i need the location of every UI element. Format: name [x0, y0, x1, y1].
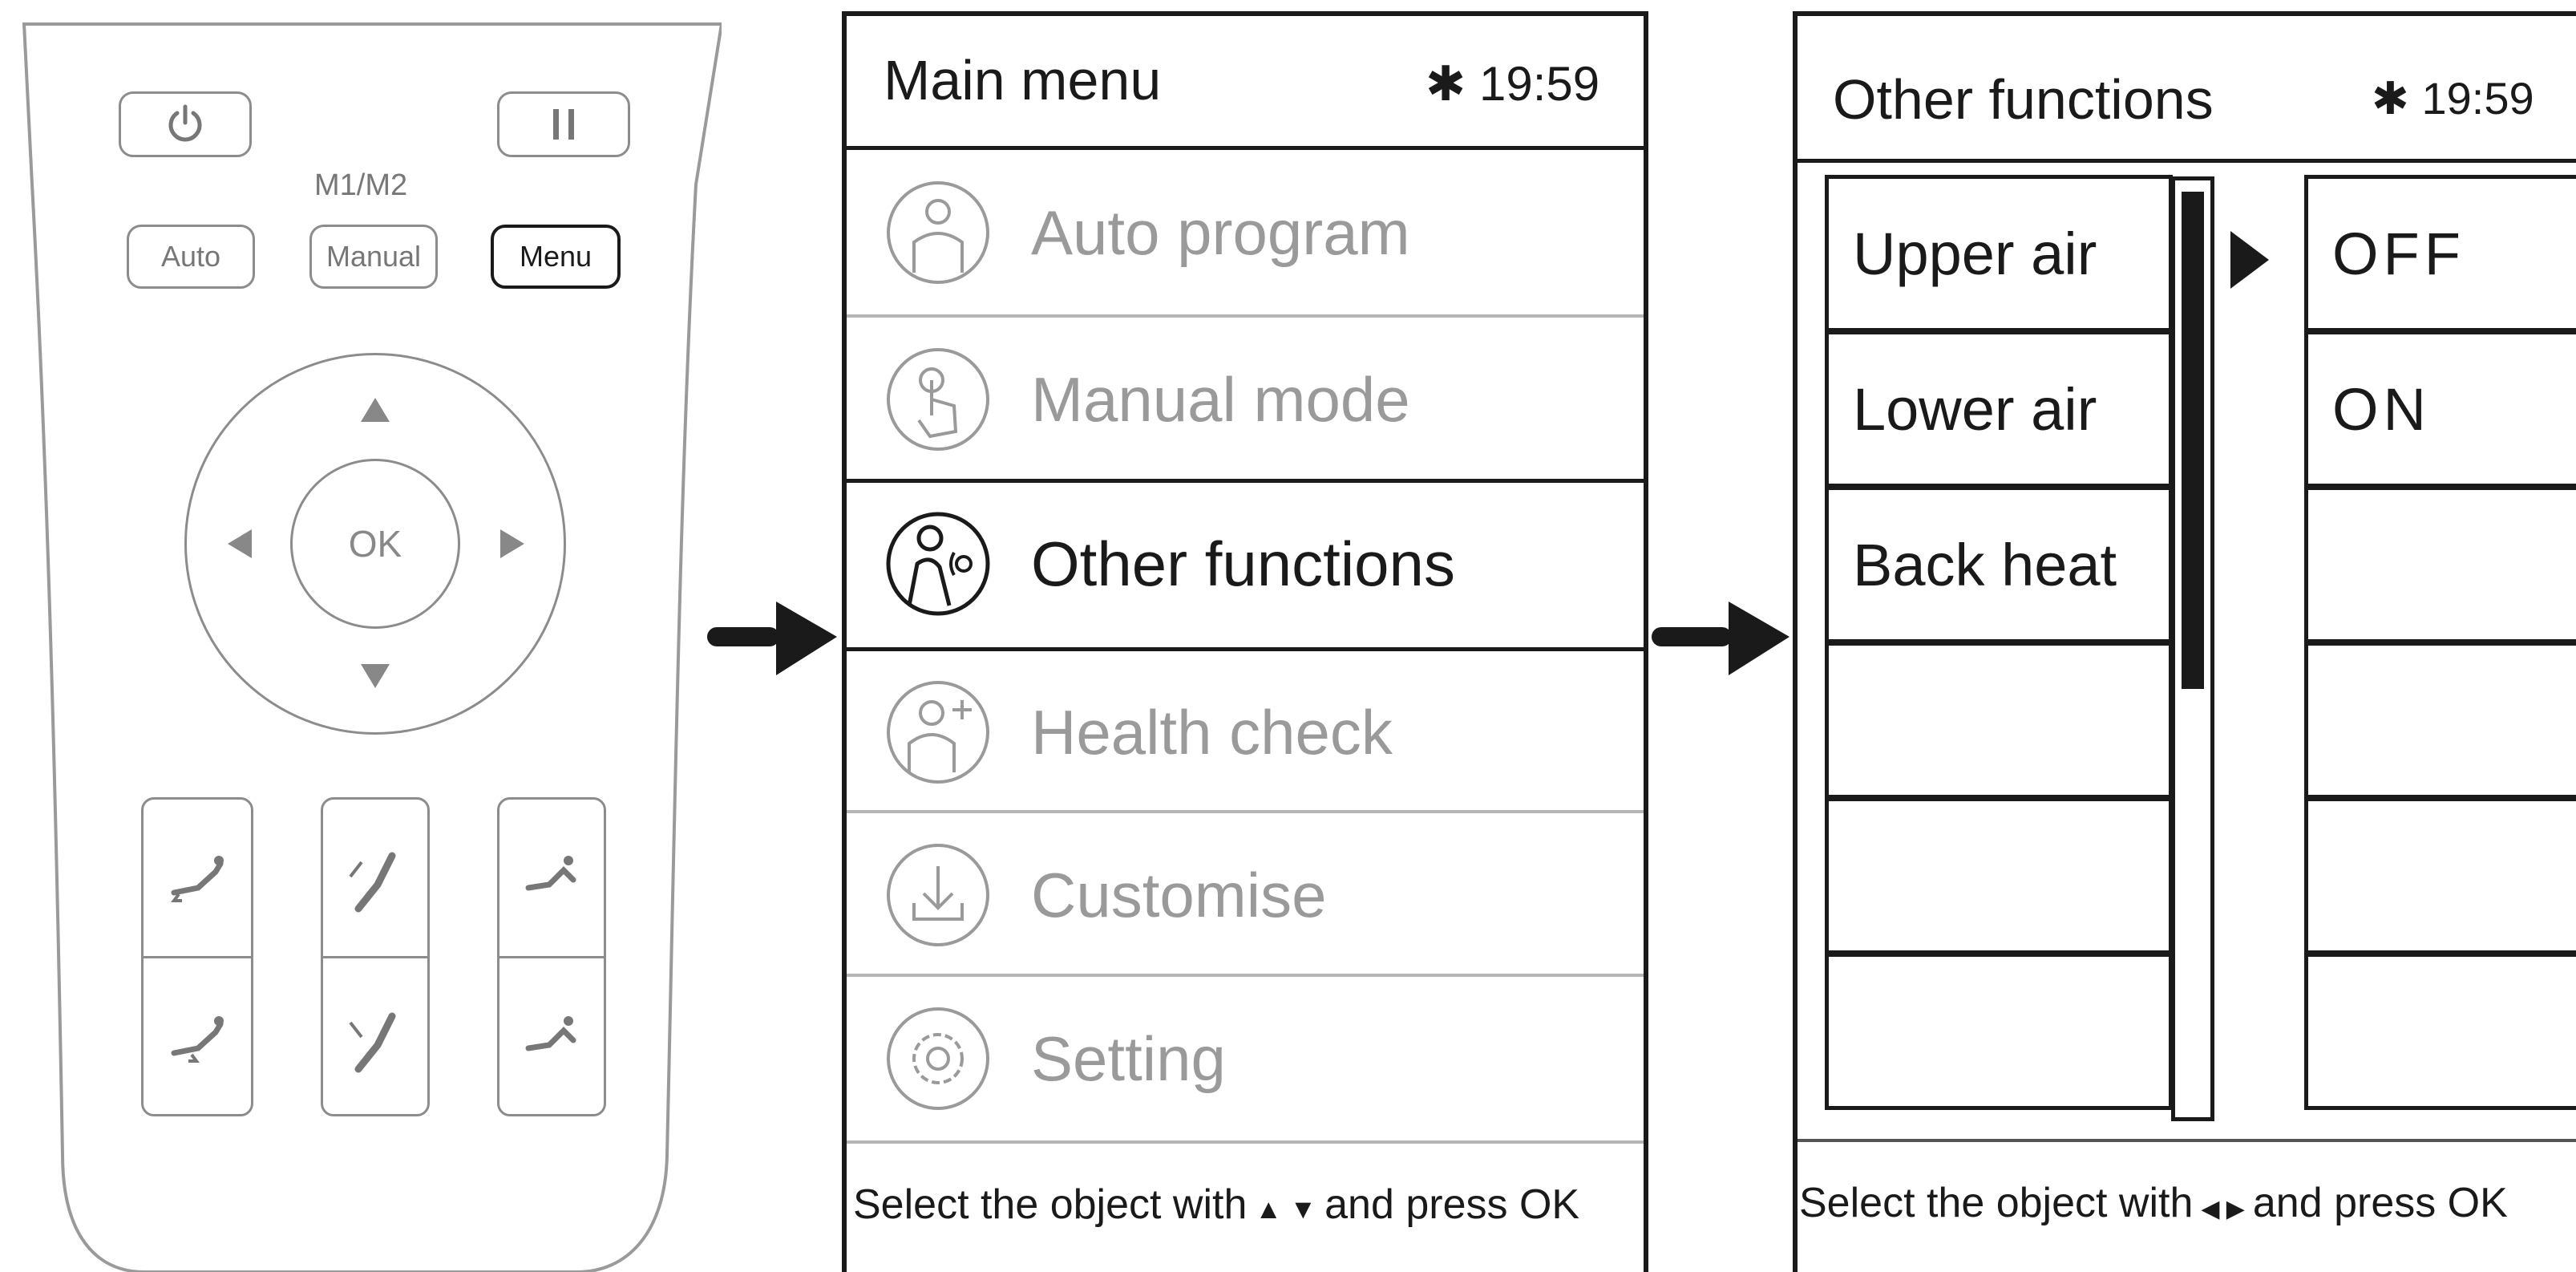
recline-button-group-1 — [141, 797, 253, 1116]
clock-time: 19:59 — [1478, 57, 1600, 111]
power-icon — [168, 104, 202, 142]
gear-icon — [887, 1007, 989, 1110]
person-plus-icon — [887, 680, 989, 784]
function-list-item[interactable]: Back heat — [1825, 486, 2173, 643]
power-button[interactable] — [119, 91, 252, 157]
bluetooth-icon: ✱ — [2372, 73, 2409, 124]
zero-gravity-down-icon[interactable] — [522, 1008, 586, 1072]
menu-button[interactable]: Menu — [491, 225, 621, 289]
clock-time: 19:59 — [2421, 73, 2534, 124]
main-menu-title: Main menu — [884, 49, 1162, 111]
menu-row-divider — [847, 810, 1644, 813]
menu-row-divider — [847, 479, 1644, 483]
pause-icon — [553, 109, 574, 140]
main-menu-footer: Select the object with▲ ▼and press OK — [853, 1181, 1580, 1228]
other-functions-footer: Select the object with◀ ▶and press OK — [1799, 1180, 2508, 1226]
scrollbar-track[interactable] — [2171, 176, 2214, 1121]
option-list-item[interactable]: ON — [2304, 330, 2576, 488]
auto-button[interactable]: Auto — [127, 225, 255, 289]
menu-item-label[interactable]: Other functions — [1031, 529, 1455, 599]
other-functions-title: Other functions — [1833, 68, 2214, 131]
menu-row-divider — [847, 314, 1644, 318]
manual-button[interactable]: Manual — [309, 225, 438, 289]
up-down-arrows-icon: ▲ ▼ — [1255, 1194, 1317, 1225]
leg-rest-up-icon[interactable] — [346, 845, 410, 917]
option-list-item[interactable] — [2304, 642, 2576, 799]
touch-hand-icon — [887, 347, 989, 451]
other-functions-status: ✱ 19:59 — [2372, 72, 2534, 125]
remote-control: M1/M2 Auto Manual Menu OK — [0, 0, 722, 1272]
function-list-item[interactable]: Upper air — [1825, 175, 2173, 332]
option-list-item[interactable] — [2304, 486, 2576, 643]
menu-item-label[interactable]: Manual mode — [1031, 364, 1410, 435]
left-right-arrows-icon: ◀ ▶ — [2201, 1196, 2245, 1222]
menu-item-label[interactable]: Setting — [1031, 1023, 1226, 1094]
flow-arrow-1 — [707, 602, 837, 675]
menu-row-divider — [847, 647, 1644, 651]
m1-m2-label: M1/M2 — [314, 168, 408, 202]
function-list-item[interactable] — [1825, 642, 2173, 799]
recline-button-group-2 — [321, 797, 430, 1116]
option-list-item[interactable] — [2304, 797, 2576, 954]
recline-back-up-icon[interactable] — [168, 848, 232, 912]
main-menu-status: ✱ 19:59 — [1425, 56, 1599, 112]
flow-arrow-2 — [1652, 602, 1789, 675]
leg-rest-down-icon[interactable] — [346, 1005, 410, 1077]
person-icon — [887, 180, 989, 284]
dpad-ring — [184, 353, 566, 735]
right-arrow-icon[interactable] — [499, 528, 526, 560]
left-arrow-icon[interactable] — [226, 528, 253, 560]
scrollbar-thumb[interactable] — [2182, 192, 2204, 689]
function-list-item[interactable] — [1825, 797, 2173, 954]
massage-person-icon — [886, 512, 990, 615]
menu-item-label[interactable]: Auto program — [1031, 197, 1410, 268]
recline-button-group-3 — [497, 797, 606, 1116]
menu-item-label[interactable]: Health check — [1031, 697, 1393, 768]
menu-row-divider — [847, 974, 1644, 977]
option-list-item[interactable] — [2304, 953, 2576, 1110]
menu-item-label[interactable]: Customise — [1031, 860, 1327, 930]
function-list-item[interactable]: Lower air — [1825, 330, 2173, 488]
pause-button[interactable] — [497, 91, 630, 157]
ok-button[interactable]: OK — [290, 459, 460, 629]
bluetooth-icon: ✱ — [1425, 57, 1466, 111]
recline-back-down-icon[interactable] — [168, 1008, 232, 1072]
option-list-item[interactable]: OFF — [2304, 175, 2576, 332]
selection-pointer-icon — [2230, 231, 2269, 289]
down-arrow-icon[interactable] — [359, 662, 391, 690]
download-icon — [887, 843, 989, 946]
zero-gravity-up-icon[interactable] — [522, 848, 586, 912]
up-arrow-icon[interactable] — [359, 396, 391, 423]
function-list-item[interactable] — [1825, 953, 2173, 1110]
